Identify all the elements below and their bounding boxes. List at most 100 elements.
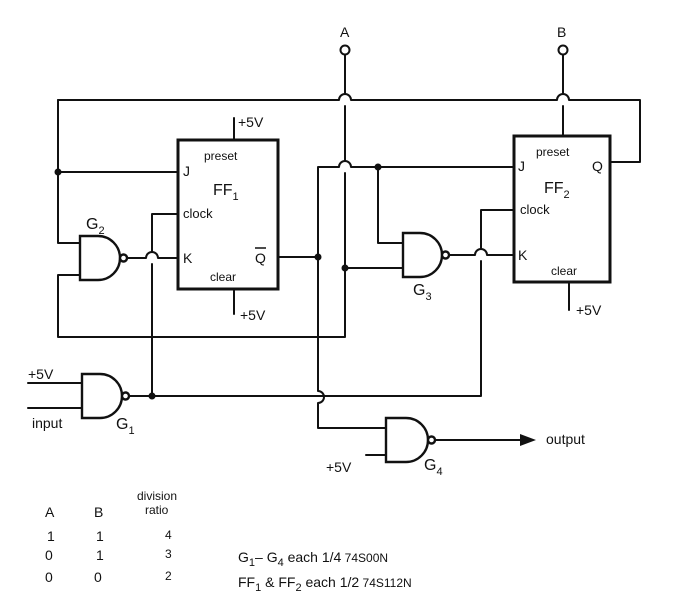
- gate-g2: G2: [78, 216, 129, 282]
- table-cell-b: 0: [94, 569, 102, 585]
- terminal-a-label: A: [340, 24, 350, 40]
- ff1-clear-label: clear: [210, 270, 236, 284]
- table-cell-ratio: 4: [165, 528, 172, 542]
- junction-dot: [341, 264, 349, 272]
- ff1-j-label: J: [183, 163, 190, 179]
- table-header-a: A: [45, 504, 55, 520]
- g2-sub: 2: [98, 225, 104, 237]
- ff1-box: [176, 138, 280, 291]
- ff1-k-label: K: [183, 250, 193, 266]
- g1-sub: 1: [128, 425, 134, 437]
- note-ff-sub-a: 1: [255, 582, 261, 594]
- note-gates-text: each: [284, 549, 322, 565]
- g3-name: G: [413, 282, 425, 299]
- g4-name: G: [424, 457, 436, 474]
- note-gates-sub-end: 4: [278, 557, 284, 569]
- ff1-preset-label: preset: [204, 149, 238, 163]
- ff2-sub: 2: [564, 189, 570, 201]
- flip-flop-1: preset J FF1 clock K Q clear +5V +5V: [176, 114, 280, 323]
- ff2-clear-label: clear: [551, 264, 577, 278]
- input-label: input: [32, 415, 62, 431]
- ff1-sub: 1: [233, 191, 239, 203]
- table-cell-a: 1: [47, 528, 55, 544]
- terminal-a: A: [339, 24, 351, 56]
- note-gates-sub-start: 1: [249, 557, 255, 569]
- ff1-clock-label: clock: [183, 206, 213, 221]
- ff1-clock-wire: [151, 213, 179, 397]
- table-cell-b: 1: [96, 547, 104, 563]
- flip-flop-2: preset J Q FF2 clock K clear +5V: [512, 134, 612, 318]
- ff2-j-label: J: [518, 158, 525, 174]
- ff2-clock-wire: [151, 209, 515, 397]
- terminal-a-circle: [339, 44, 351, 56]
- ff2-clock-label: clock: [520, 202, 550, 217]
- table-cell-a: 0: [45, 547, 53, 563]
- ff2-preset-label: preset: [536, 145, 570, 159]
- g4-vcc-label: +5V: [326, 459, 352, 475]
- wires: [27, 54, 641, 456]
- g3-to-ff2-k-wire: [445, 248, 515, 256]
- ff1-title: FF1: [213, 182, 239, 203]
- table-cell-a: 0: [45, 569, 53, 585]
- junctions: [54, 163, 382, 400]
- g4-sub: 4: [436, 466, 442, 478]
- g1-label: G1: [116, 416, 135, 437]
- g2-label: G2: [86, 216, 105, 237]
- terminal-b: B: [557, 24, 569, 56]
- qbar-to-ff2-j-wire: [317, 160, 515, 258]
- ff2-name: FF: [544, 180, 564, 197]
- top-bus-wire: [57, 93, 641, 163]
- junction-dot: [54, 168, 62, 176]
- left-feedback-wire: [57, 99, 81, 244]
- terminal-b-label: B: [557, 24, 566, 40]
- table-cell-ratio: 3: [165, 547, 172, 561]
- g4-body: [384, 416, 430, 464]
- g4-bubble: [426, 435, 437, 445]
- g2-name: G: [86, 216, 98, 233]
- gate-g1: G1: [80, 372, 135, 437]
- ff2-k-label: K: [518, 247, 528, 263]
- gate-g4: G4: [384, 416, 443, 478]
- junction-dot: [148, 392, 156, 400]
- g4-label: G4: [424, 457, 443, 478]
- g3-sub: 3: [425, 291, 431, 303]
- note-gates-part: 74S00N: [341, 551, 388, 565]
- g3-body: [401, 231, 444, 279]
- part-notes: G1– G4 each 1/4 74S00N FF1 & FF2 each 1/…: [238, 549, 412, 594]
- g1-body: [80, 372, 124, 420]
- ff1-vcc-bottom: +5V: [240, 307, 266, 323]
- g1-name: G: [116, 416, 128, 433]
- ff2-vcc: +5V: [576, 302, 602, 318]
- table-header-ratio-2: ratio: [145, 503, 169, 517]
- note-flipflops: FF1 & FF2 each 1/2 74S112N: [238, 574, 412, 594]
- output-arrow-icon: [520, 434, 536, 446]
- ff1-name: FF: [213, 182, 233, 199]
- junction-dot: [314, 253, 322, 261]
- g1-vcc-label: +5V: [28, 366, 54, 382]
- division-ratio-table: A B division ratio 1 1 4 0 1 3 0 0 2: [45, 489, 177, 585]
- ff2-title: FF2: [544, 180, 570, 201]
- note-ff-sub-b: 2: [295, 582, 301, 594]
- ff1-vcc-top: +5V: [238, 114, 264, 130]
- table-header-ratio-1: division: [137, 489, 177, 503]
- qbar-to-g4-wire: [317, 256, 387, 429]
- junction-dot: [374, 163, 382, 171]
- ff2-box: [512, 134, 612, 284]
- table-cell-b: 1: [96, 528, 104, 544]
- note-ff-text: each: [302, 574, 340, 590]
- note-gates-sep: – G: [255, 549, 278, 565]
- g2-to-ff1-k-wire: [126, 251, 179, 259]
- note-gates-frac: 1/4: [322, 549, 342, 565]
- note-ff-part: 74S112N: [359, 576, 411, 590]
- table-cell-ratio: 2: [165, 569, 172, 583]
- g3-upper-input-wire: [377, 166, 404, 244]
- gate-g3: G3: [401, 231, 451, 303]
- g3-bubble: [440, 250, 451, 260]
- note-ff-amp: & FF: [261, 574, 295, 590]
- ff2-q-label: Q: [592, 158, 603, 174]
- note-ff-ff: FF: [238, 574, 255, 590]
- g3-label: G3: [413, 282, 432, 303]
- note-gates-g: G: [238, 549, 249, 565]
- g2-bubble: [118, 253, 129, 263]
